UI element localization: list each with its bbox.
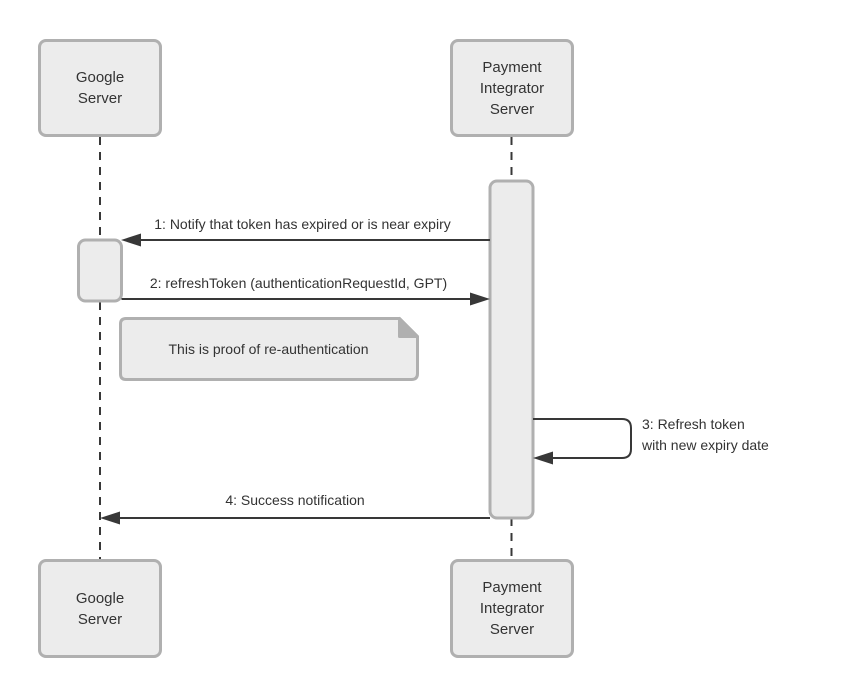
actor-payment-integrator-server-bottom-label: Payment Integrator Server	[479, 579, 545, 638]
activation-bar-payment-integrator	[488, 179, 535, 520]
actor-google-server-bottom-label: Google Server	[75, 589, 125, 628]
actor-google-server-top-label: Google Server	[75, 69, 125, 107]
note-shape	[119, 317, 419, 381]
note-text: This is proof of re-authentication	[168, 340, 369, 357]
message-4-label: 4: Success notification	[225, 492, 365, 508]
message-1-arrow	[121, 233, 490, 247]
message-4-arrow	[100, 511, 490, 525]
message-1-label: 1: Notify that token has expired or is n…	[154, 216, 451, 232]
activation-bar-google-server	[77, 238, 123, 303]
actor-payment-integrator-server-top: Payment Integrator Server	[450, 39, 574, 137]
actor-payment-integrator-server-top-label: Payment Integrator Server	[479, 58, 545, 118]
message-2-arrow	[121, 292, 490, 306]
note-fold-corner	[398, 317, 419, 338]
actor-payment-integrator-server-bottom: Payment Integrator Server	[450, 559, 574, 658]
message-3-self-loop-arrow	[533, 418, 632, 465]
message-2-label: 2: refreshToken (authenticationRequestId…	[149, 275, 448, 291]
actor-google-server-bottom: Google Server	[38, 559, 162, 658]
actor-google-server-top: Google Server	[38, 39, 162, 137]
message-3-label: 3: Refresh token with new expiry date	[642, 416, 769, 453]
